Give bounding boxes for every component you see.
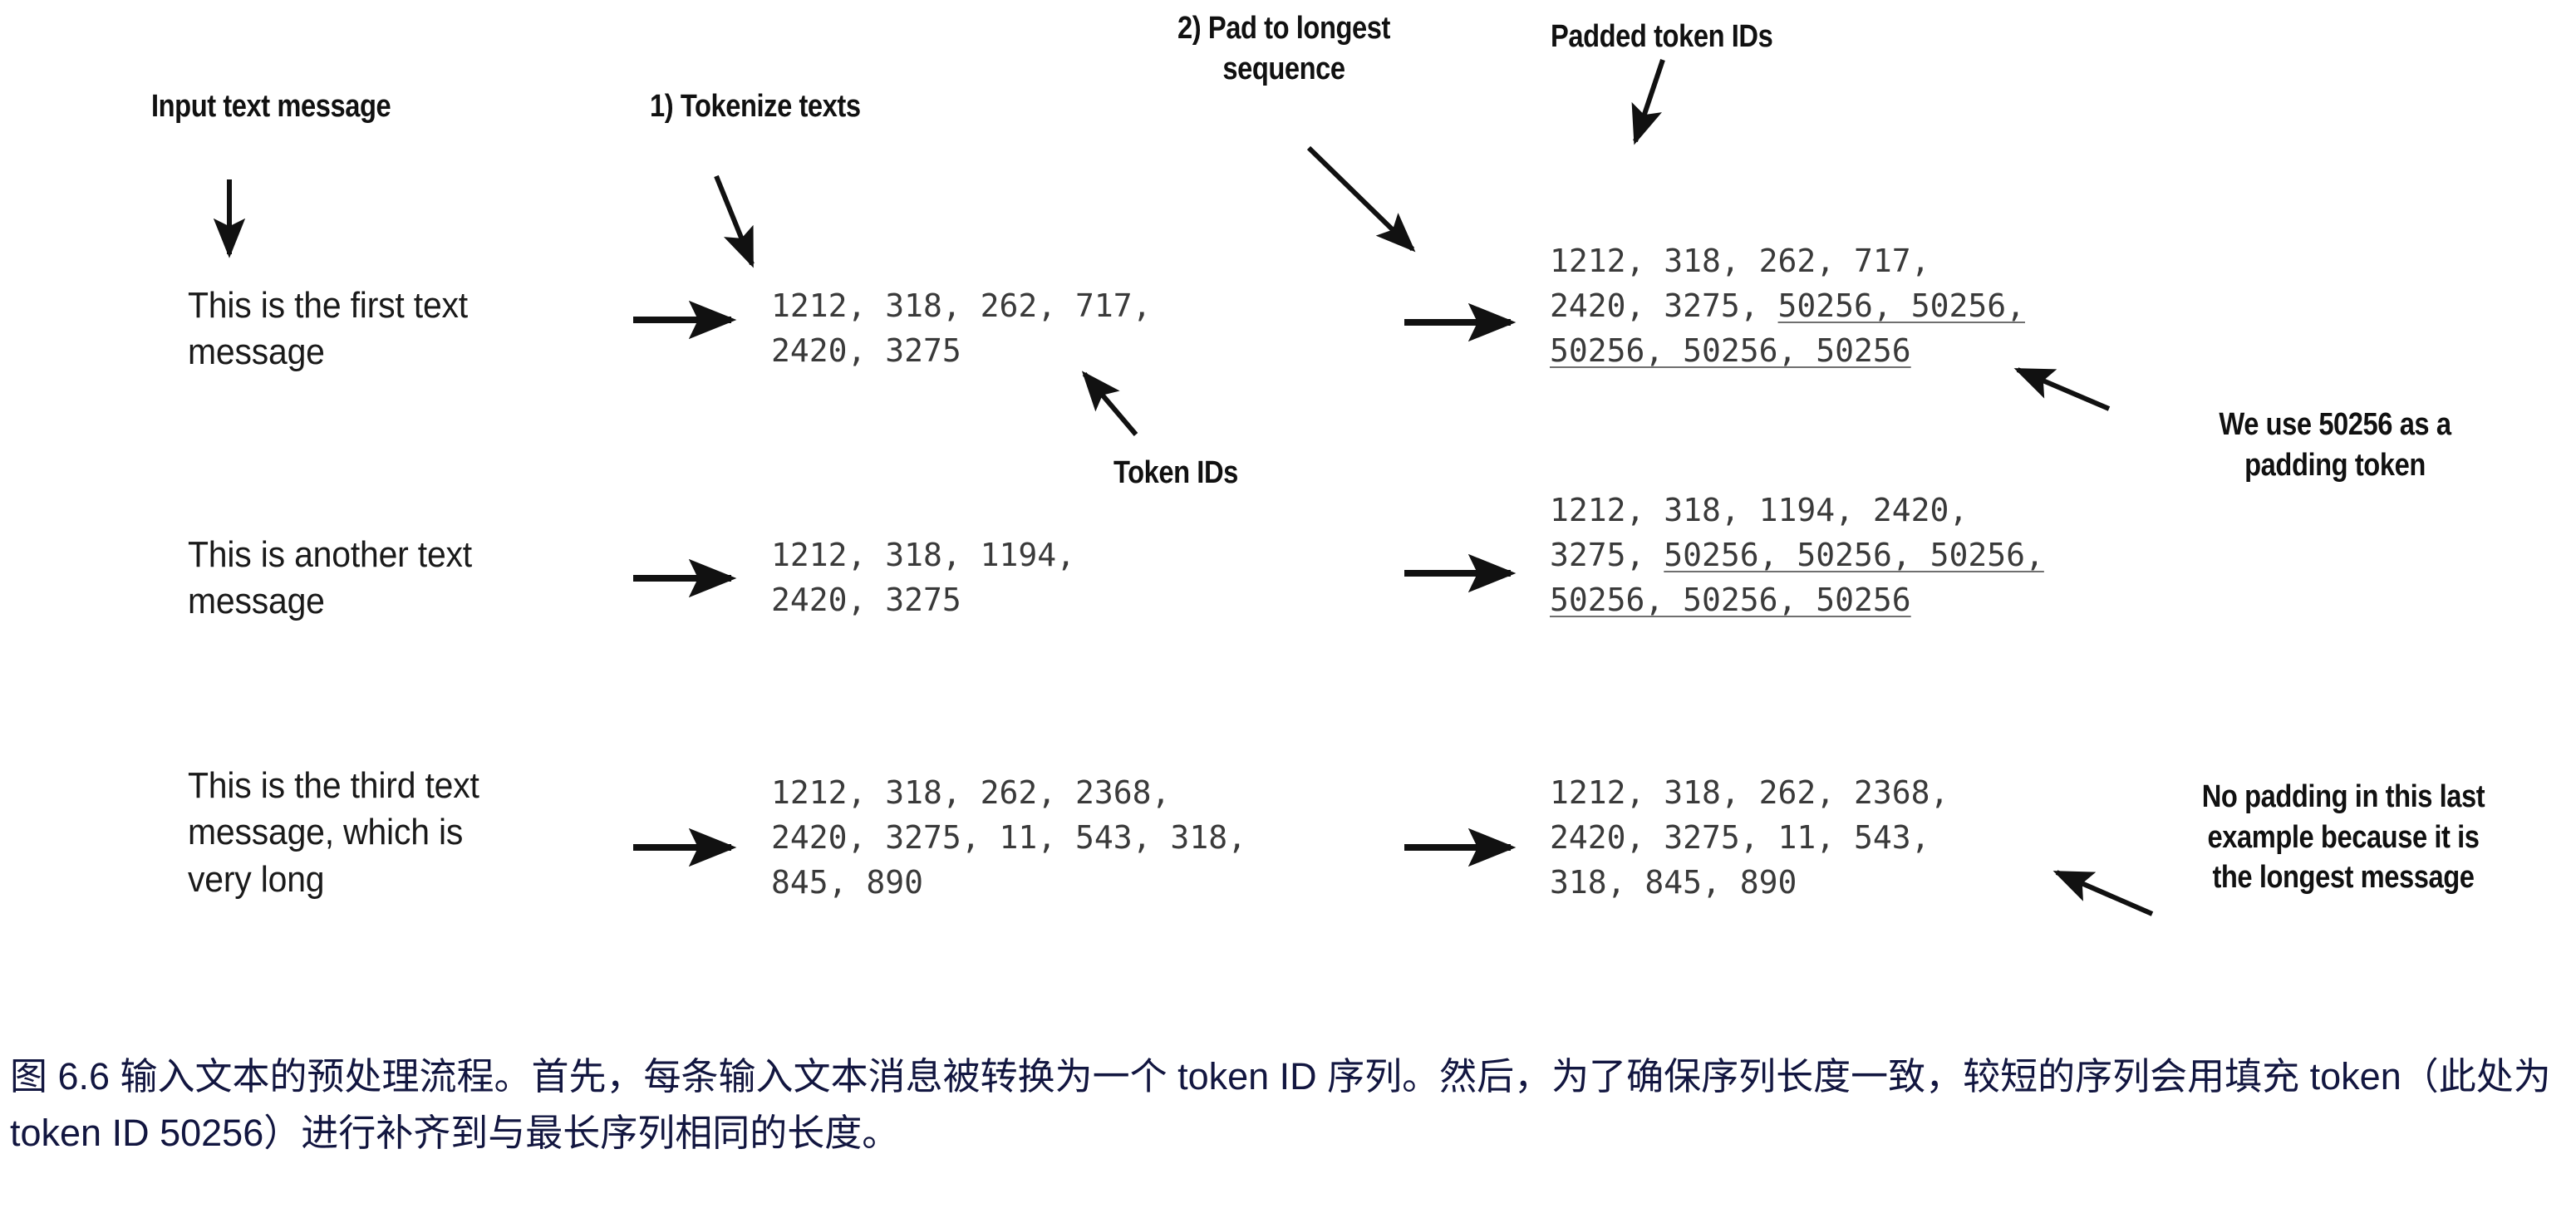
label-padded-token-ids: Padded token IDs [1551, 19, 1773, 54]
padded-prefix-row-3: 1212, 318, 262, 2368, 2420, 3275, 11, 54… [1550, 774, 1949, 901]
padding-tokens-row-2: 50256, 50256, 50256, 50256, 50256, 50256 [1550, 536, 2044, 618]
padded-prefix-row-1: 1212, 318, 262, 717, 2420, 3275, [1550, 243, 1930, 324]
label-tokenize-texts: 1) Tokenize texts [650, 89, 861, 124]
token-ids-row-1: 1212, 318, 262, 717, 2420, 3275 [771, 287, 1152, 369]
padded-token-ids-row-2: 1212, 318, 1194, 2420, 3275, 50256, 5025… [1550, 489, 2044, 623]
arrow-token-ids [1081, 371, 1138, 436]
arrow-padding-token-note [2013, 367, 2111, 411]
label-input-text-message: Input text message [151, 89, 391, 124]
label-pad-to-longest-sequence: 2) Pad to longest sequence [1177, 11, 1390, 86]
token-ids-row-2: 1212, 318, 1194, 2420, 3275 [771, 537, 1076, 618]
input-message-row-2: This is another text message [188, 534, 472, 622]
annotation-no-padding-note: No padding in this last example because … [2201, 779, 2485, 896]
arrow-tokenize-texts [714, 174, 755, 268]
figure-caption: 图 6.6 输入文本的预处理流程。首先，每条输入文本消息被转换为一个 token… [10, 1055, 2551, 1155]
padded-prefix-row-2: 1212, 318, 1194, 2420, 3275, [1550, 492, 1969, 573]
padded-token-ids-row-3: 1212, 318, 262, 2368, 2420, 3275, 11, 54… [1550, 771, 1949, 906]
annotation-padding-token-note: We use 50256 as a padding token [2219, 407, 2451, 483]
arrow-pad-to-longest [1306, 145, 1416, 253]
arrow-no-padding-note [2052, 870, 2154, 916]
token-ids-row-3: 1212, 318, 262, 2368, 2420, 3275, 11, 54… [771, 774, 1246, 901]
input-message-row-1: This is the first text message [188, 285, 469, 373]
arrow-padded-token-ids [1631, 59, 1665, 145]
input-message-row-3: This is the third text message, which is… [188, 765, 479, 900]
padding-tokens-row-1: 50256, 50256, 50256, 50256, 50256 [1550, 287, 2025, 369]
padded-token-ids-row-1: 1212, 318, 262, 717, 2420, 3275, 50256, … [1550, 239, 2025, 374]
label-token-ids: Token IDs [1113, 455, 1238, 490]
